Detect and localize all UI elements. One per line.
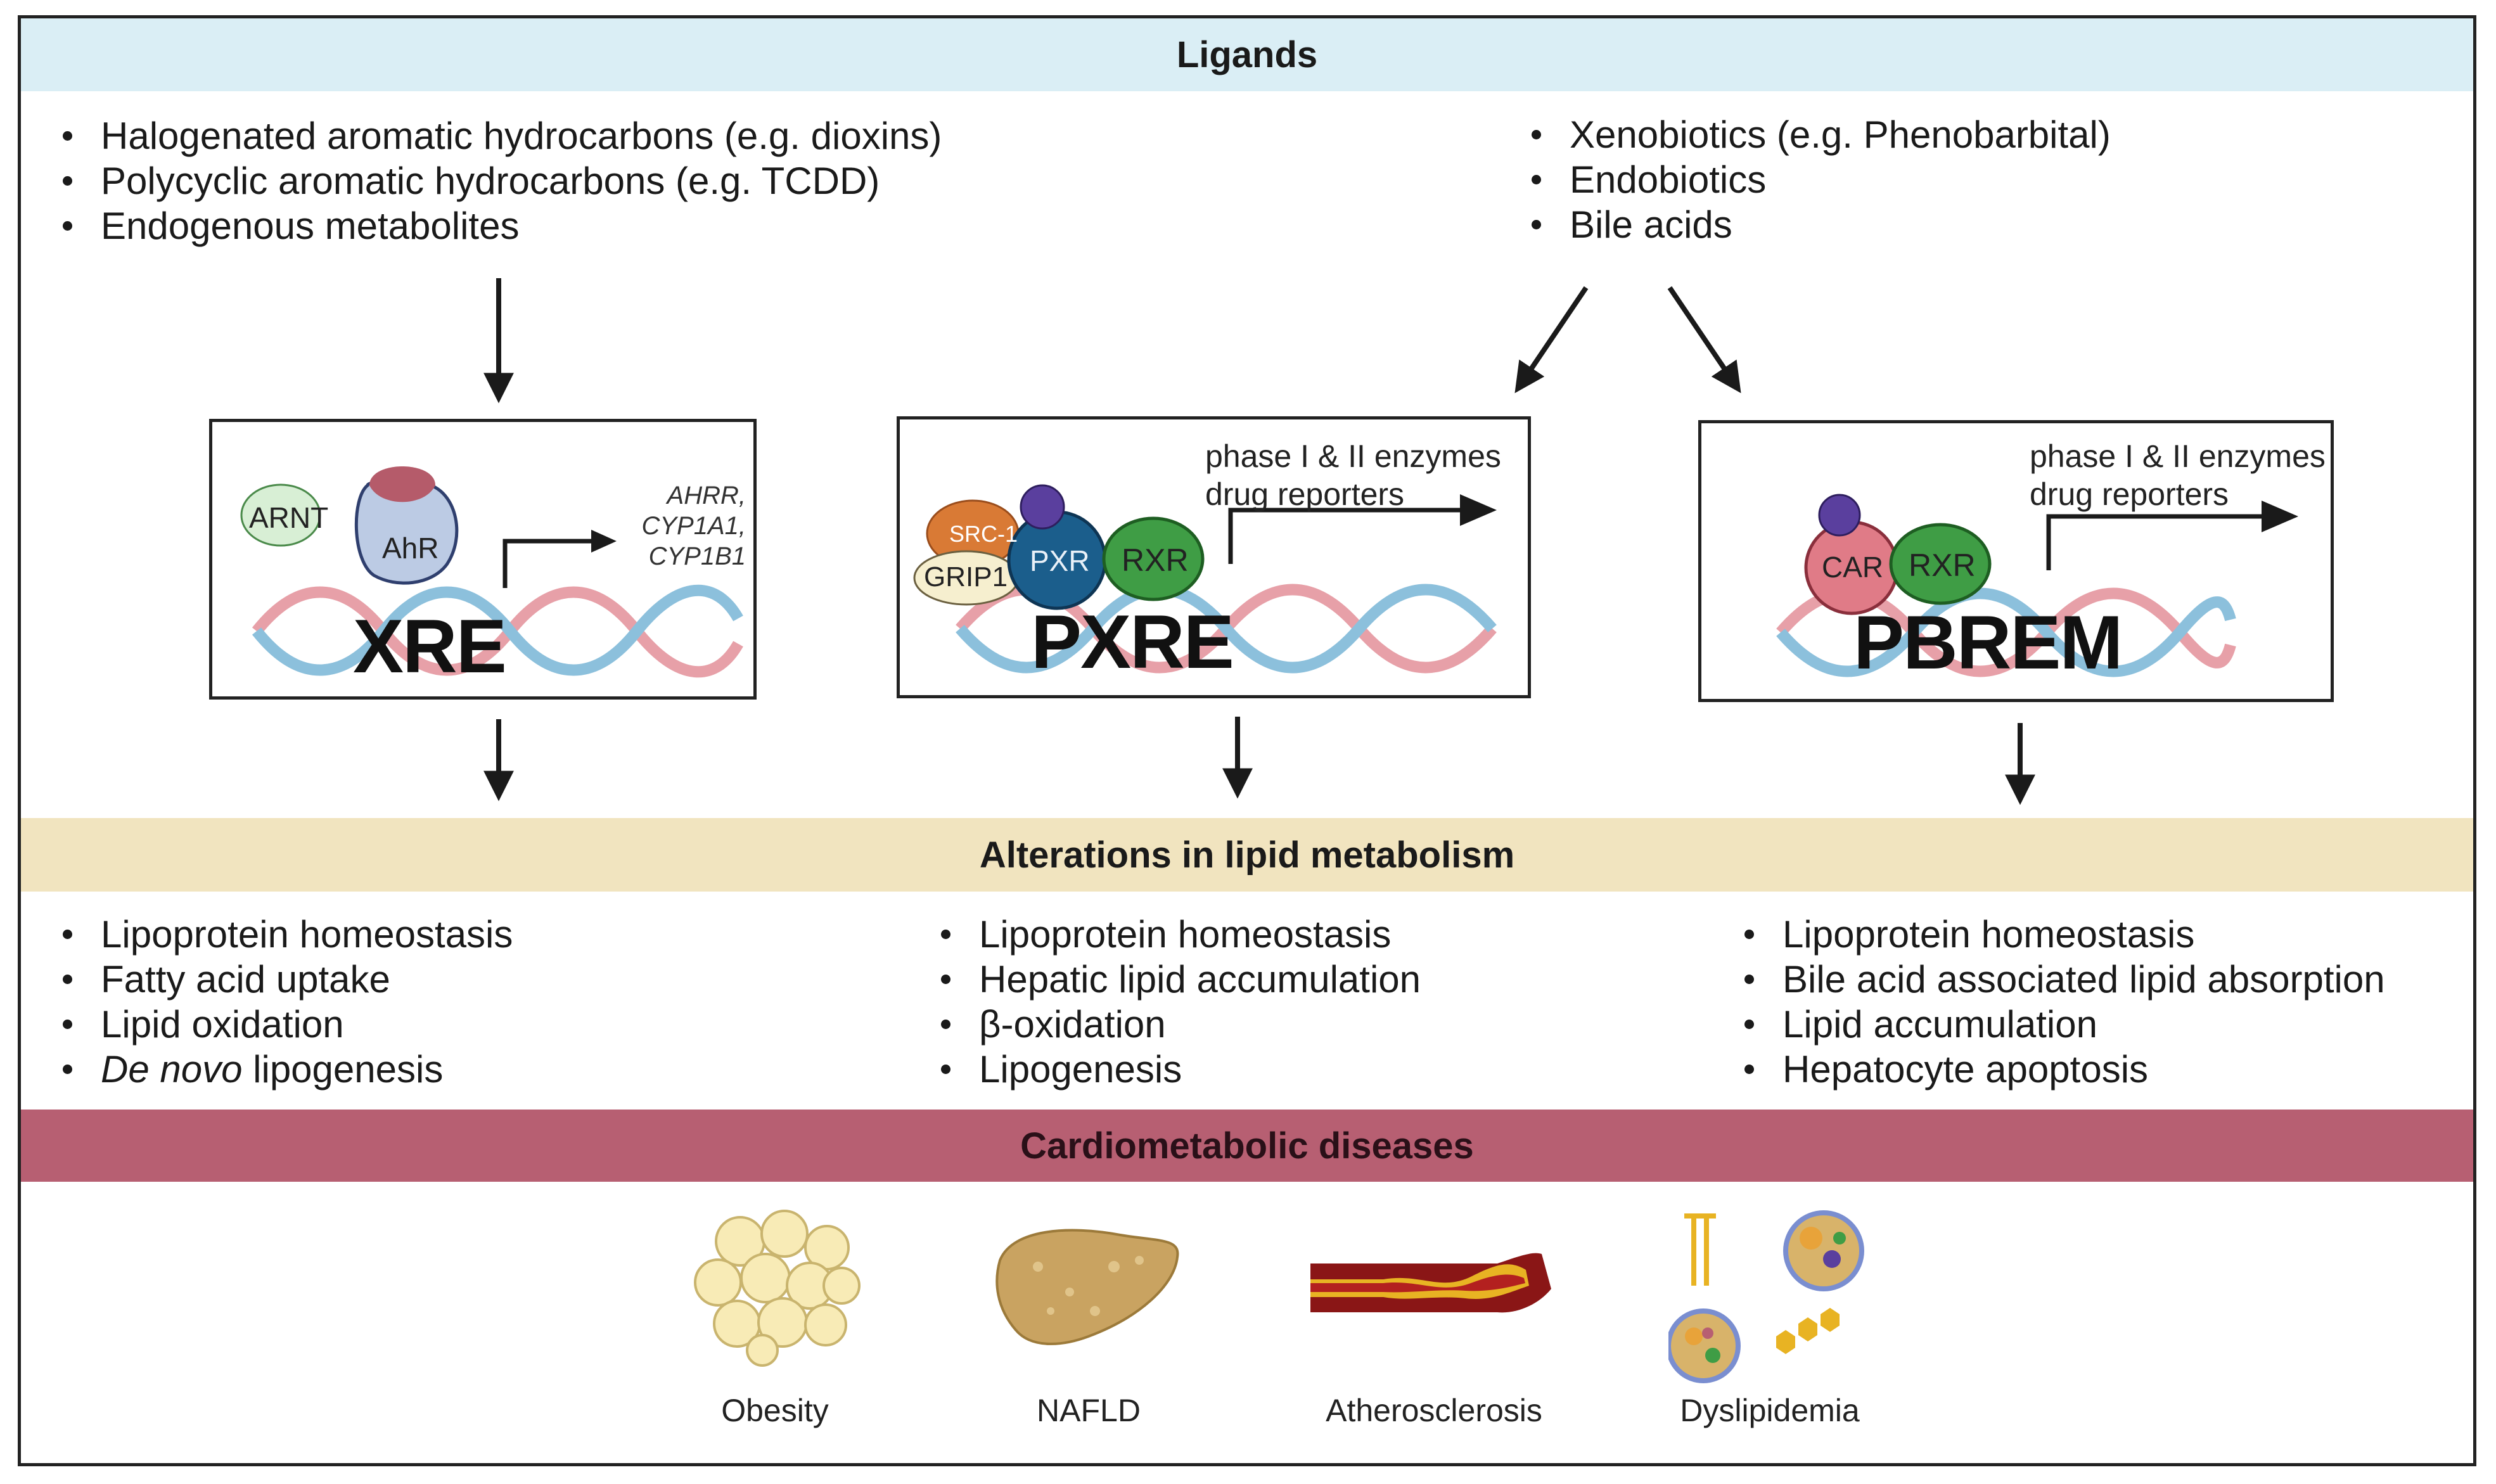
- car-label: CAR: [1822, 551, 1884, 584]
- target-genes: AHRR, CYP1A1, CYP1B1: [641, 482, 746, 570]
- response-element-label: PBREM: [1853, 600, 2123, 685]
- adipocyte-icon: [694, 1210, 861, 1367]
- ahr-alterations-list: Lipoprotein homeostasis Fatty acid uptak…: [58, 912, 513, 1092]
- disease-label: Dyslipidemia: [1680, 1393, 1860, 1428]
- disease-label: Atherosclerosis: [1326, 1393, 1542, 1428]
- response-element-label: PXRE: [1031, 599, 1234, 684]
- list-item: Lipoprotein homeostasis: [1739, 912, 2385, 957]
- term-rest: lipogenesis: [253, 1048, 444, 1091]
- list-item: Xenobiotics (e.g. Phenobarbital): [1526, 112, 2111, 157]
- dna-icon: [1776, 494, 2298, 677]
- lipoprotein-icon: [1668, 1210, 1864, 1383]
- dna-icon: [240, 466, 743, 678]
- list-item: Lipid oxidation: [58, 1002, 513, 1047]
- list-item: Polycyclic aromatic hydrocarbons (e.g. T…: [58, 158, 942, 203]
- list-item: Lipoprotein homeostasis: [58, 912, 513, 957]
- alterations-title: Alterations in lipid metabolism: [979, 834, 1515, 876]
- disease-label: Obesity: [721, 1393, 829, 1428]
- pxre-panel: SRC-1 GRIP1 PXR RXR phase I & II enzymes…: [897, 416, 1531, 698]
- dna-icon: [913, 484, 1497, 674]
- artery-icon: [1310, 1253, 1551, 1313]
- ligands-left-list: Halogenated aromatic hydrocarbons (e.g. …: [58, 113, 942, 248]
- ligands-title: Ligands: [1176, 34, 1318, 75]
- list-item: De novo lipogenesis: [58, 1047, 513, 1092]
- arnt-label: ARNT: [249, 501, 329, 534]
- cardiometabolic-title: Cardiometabolic diseases: [1020, 1125, 1474, 1167]
- list-item: Halogenated aromatic hydrocarbons (e.g. …: [58, 113, 942, 158]
- arrow-icon: [483, 278, 2035, 805]
- rxr-label: RXR: [1122, 542, 1189, 578]
- figure-frame: Ligands Halogenated aromatic hydrocarbon…: [18, 15, 2476, 1466]
- list-item: Bile acids: [1526, 202, 2111, 247]
- response-element-label: XRE: [353, 604, 507, 689]
- list-item: Hepatic lipid accumulation: [936, 957, 1421, 1002]
- target-genes: phase I & II enzymes drug reporters: [2030, 438, 2326, 512]
- list-item: Fatty acid uptake: [58, 957, 513, 1002]
- alterations-header: Alterations in lipid metabolism: [21, 818, 2473, 892]
- list-item: Hepatocyte apoptosis: [1739, 1047, 2385, 1092]
- list-item: Bile acid associated lipid absorption: [1739, 957, 2385, 1002]
- list-item: Lipoprotein homeostasis: [936, 912, 1421, 957]
- list-item: Lipid accumulation: [1739, 1002, 2385, 1047]
- ligands-right-list: Xenobiotics (e.g. Phenobarbital) Endobio…: [1526, 112, 2111, 247]
- list-item: Endobiotics: [1526, 157, 2111, 202]
- pxr-label: PXR: [1030, 544, 1090, 577]
- list-item: β-oxidation: [936, 1002, 1421, 1047]
- pxr-alterations-list: Lipoprotein homeostasis Hepatic lipid ac…: [936, 912, 1421, 1092]
- list-item: Lipogenesis: [936, 1047, 1421, 1092]
- rxr-label: RXR: [1909, 547, 1976, 583]
- target-genes: phase I & II enzymes drug reporters: [1205, 438, 1501, 512]
- xre-panel: ARNT AhR AHRR, CYP1A1, CYP1B1 XRE: [209, 419, 757, 700]
- src1-label: SRC-1: [949, 521, 1018, 547]
- pbrem-panel: CAR RXR phase I & II enzymes drug report…: [1698, 420, 2334, 702]
- cardiometabolic-header: Cardiometabolic diseases: [21, 1110, 2473, 1182]
- ahr-label: AhR: [382, 532, 439, 565]
- disease-label: NAFLD: [1037, 1393, 1141, 1428]
- car-alterations-list: Lipoprotein homeostasis Bile acid associ…: [1739, 912, 2385, 1092]
- liver-icon: [995, 1229, 1179, 1345]
- list-item: Endogenous metabolites: [58, 203, 942, 248]
- ligands-header: Ligands: [21, 18, 2473, 91]
- grip1-label: GRIP1: [924, 561, 1008, 592]
- italic-term: De novo: [101, 1048, 243, 1091]
